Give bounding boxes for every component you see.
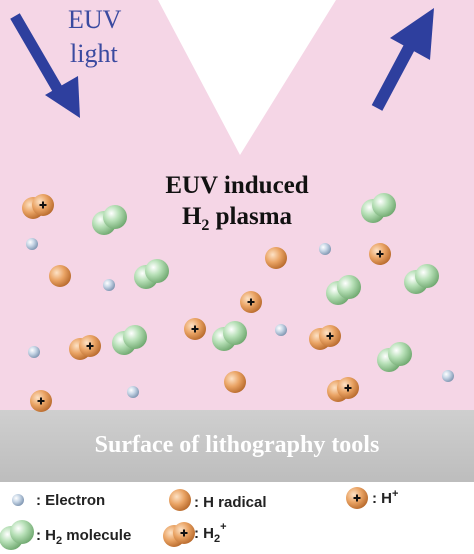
h-plus-ion [240, 291, 262, 313]
plus-icon [353, 494, 361, 502]
legend-electron: : Electron [36, 492, 105, 509]
plus-icon [191, 325, 199, 333]
h2-molecule [326, 275, 361, 305]
h2-molecule [404, 264, 439, 294]
h2-molecule [361, 193, 396, 223]
legend-h2-molecule-icon [0, 520, 34, 550]
legend-glyphs [0, 487, 368, 550]
legend-h-plus-sup: + [392, 488, 398, 500]
plus-icon [344, 384, 352, 392]
h2-plus-ion [309, 325, 341, 350]
legend-electron-icon [12, 494, 24, 506]
electron [319, 243, 331, 255]
legend-h2-plus-sub: 2 [214, 533, 220, 545]
h2-molecule [377, 342, 412, 372]
plus-icon [247, 298, 255, 306]
legend-h2-molecule-rest: molecule [62, 527, 131, 544]
h-plus-ion [369, 243, 391, 265]
legend-h-plus: : H+ [372, 488, 398, 507]
electron [127, 386, 139, 398]
h2-plus-ion [69, 335, 101, 360]
particles-layer [22, 193, 454, 412]
legend-h2-molecule: : H2 molecule [36, 527, 131, 547]
legend: : Electron : H radical : H+ : H2 molecul… [0, 487, 398, 550]
legend-h2-plus-sup: + [220, 521, 226, 533]
h-radical [224, 371, 246, 393]
plus-icon [86, 342, 94, 350]
plus-icon [37, 397, 45, 405]
euv-outgoing-arrow-icon [371, 8, 434, 111]
euv-label-line1: EUV [68, 5, 122, 34]
electron [275, 324, 287, 336]
legend-h2-plus-base: : H [194, 525, 214, 542]
h-plus-ion [184, 318, 206, 340]
h2-plus-ion [22, 194, 54, 219]
electron [28, 346, 40, 358]
plasma-title-line2: H2 plasma [182, 203, 293, 234]
legend-h-radical-icon [169, 489, 191, 511]
plasma-title-h: H [182, 203, 202, 230]
legend-h-plus-icon [346, 487, 368, 509]
plus-icon [180, 529, 188, 537]
h-radical [265, 247, 287, 269]
plasma-title-line1: EUV induced [165, 172, 308, 199]
h2-molecule [212, 321, 247, 351]
h-radical [49, 265, 71, 287]
plus-icon [39, 201, 47, 209]
plasma-region [0, 0, 474, 418]
legend-h-plus-base: : H [372, 490, 392, 507]
legend-h-radical: : H radical [194, 494, 267, 511]
legend-h2-molecule-base: : H [36, 527, 56, 544]
electron [103, 279, 115, 291]
h2-molecule [112, 325, 147, 355]
surface-label: Surface of lithography tools [95, 432, 380, 458]
h2-molecule [92, 205, 127, 235]
plus-icon [376, 250, 384, 258]
plasma-title-sub: 2 [201, 217, 209, 234]
legend-h2-plus-icon [163, 522, 195, 547]
euv-label-line2: light [70, 39, 118, 68]
plus-icon [326, 332, 334, 340]
electron [442, 370, 454, 382]
h2-plus-ion [327, 377, 359, 402]
h-plus-ion [30, 390, 52, 412]
legend-h2-plus: : H2+ [194, 521, 227, 545]
plasma-title-rest: plasma [209, 203, 292, 230]
lithography-surface-band [0, 410, 474, 482]
legend-h2-molecule-sub: 2 [56, 535, 62, 547]
h2-molecule [134, 259, 169, 289]
electron [26, 238, 38, 250]
euv-incoming-arrow-icon [10, 13, 80, 118]
